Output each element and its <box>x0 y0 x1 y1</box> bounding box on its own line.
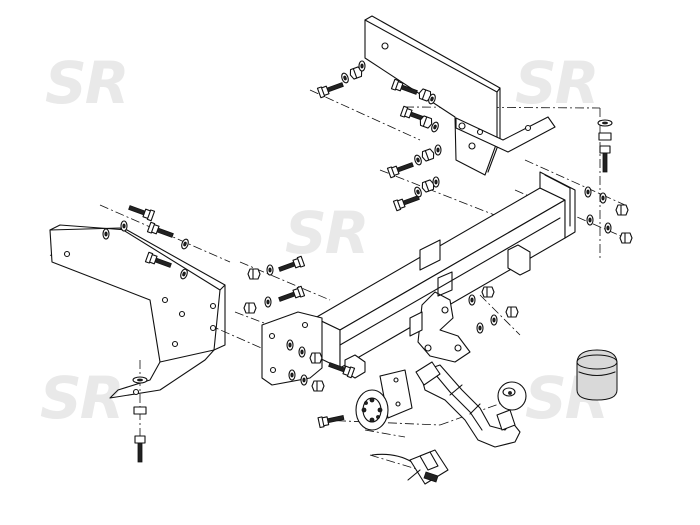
washer-icon <box>434 144 442 156</box>
washer-icon <box>286 339 294 351</box>
watermark-top-right: SR <box>515 49 597 117</box>
washer-icon <box>468 294 476 306</box>
washer-icon <box>586 214 594 226</box>
bolt-icon <box>127 202 156 222</box>
washer-icon <box>432 176 440 188</box>
washer-icon <box>120 220 128 232</box>
socket-icon <box>355 389 389 431</box>
washer-icon <box>339 71 351 85</box>
bolt-icon <box>146 221 175 241</box>
washer-icon <box>132 376 148 384</box>
nut-icon <box>309 352 323 364</box>
nut-icon <box>615 204 629 216</box>
nut-icon <box>505 306 519 318</box>
washer-icon <box>412 153 424 167</box>
nut-icon <box>619 232 633 244</box>
nut-icon <box>420 147 436 163</box>
washer-icon <box>298 346 306 358</box>
bolt-icon <box>386 159 415 179</box>
nut-icon <box>481 286 495 298</box>
center-drop-bracket <box>409 271 471 363</box>
washer-icon <box>288 369 296 381</box>
main-cross-beam <box>261 171 576 386</box>
washer-icon <box>358 60 366 72</box>
washer-icon <box>476 322 484 334</box>
nut-icon <box>133 406 147 415</box>
electrical-plug-icon <box>407 449 449 485</box>
washer-icon <box>300 374 308 386</box>
protective-cap-icon <box>576 349 618 401</box>
bolt-icon <box>316 79 345 99</box>
washer-icon <box>412 185 424 199</box>
left-mounting-bracket <box>49 224 226 399</box>
tow-ball-neck <box>415 361 521 448</box>
watermark-top-left: SR <box>45 49 127 117</box>
fastener-set-left <box>102 202 306 463</box>
bolt-icon <box>599 145 611 173</box>
washer-icon <box>102 228 110 240</box>
fastener-set-right <box>584 119 633 244</box>
nut-icon <box>598 132 612 141</box>
nut-icon <box>247 268 261 280</box>
washer-icon <box>179 237 191 251</box>
watermark-center: SR <box>285 199 367 267</box>
watermarks: SR SR SR SR SR <box>40 49 609 432</box>
nut-icon <box>311 380 325 392</box>
washer-icon <box>490 314 498 326</box>
bolt-icon <box>317 411 346 429</box>
socket-assembly <box>355 369 449 485</box>
washer-icon <box>584 186 592 198</box>
washer-icon <box>597 119 613 127</box>
washer-icon <box>599 192 607 204</box>
washer-icon <box>266 264 274 276</box>
nut-icon <box>243 302 257 314</box>
washer-icon <box>604 222 612 234</box>
bolt-icon <box>277 285 306 305</box>
tow-ball <box>496 381 527 431</box>
washer-icon <box>264 296 272 308</box>
bolt-icon <box>134 435 146 463</box>
